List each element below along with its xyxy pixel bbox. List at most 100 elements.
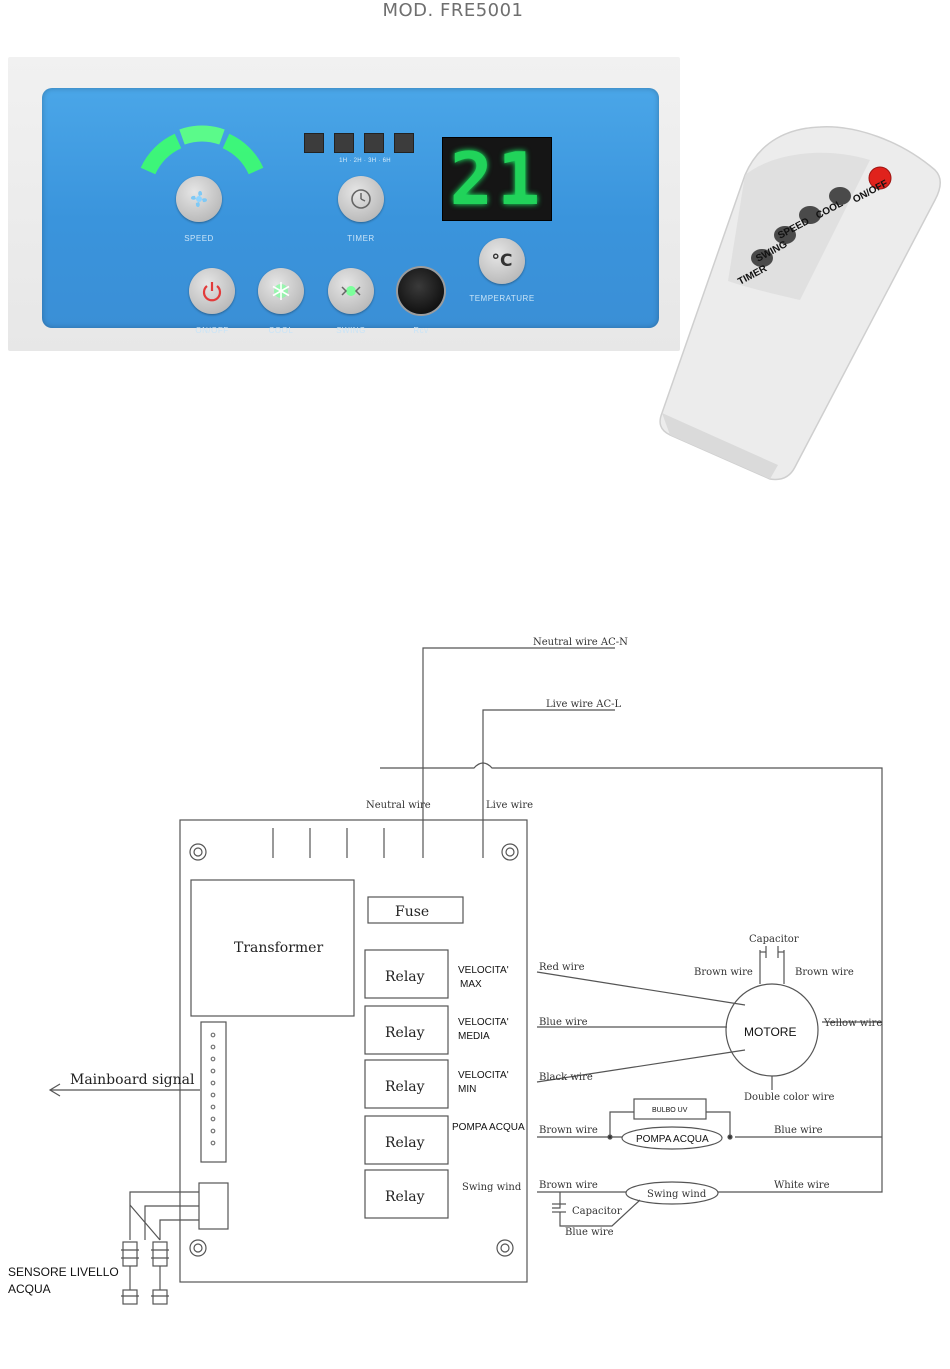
relay-velocita-min: Relay [364, 1059, 449, 1109]
swing-icon [341, 286, 361, 296]
relay-velocita-max: Relay [364, 949, 449, 999]
fuse-label: Fuse [395, 904, 429, 920]
motor-capacitor-label: Capacitor [749, 934, 799, 945]
brown-wire-right-label: Brown wire [795, 967, 854, 978]
rcv-label: Rcv [413, 326, 429, 335]
onoff-label: ON/OFF [195, 326, 229, 335]
swing-wind-relay-label: Swing wind [462, 1182, 522, 1193]
white-wire-label: White wire [774, 1180, 830, 1191]
crossover-wire [380, 762, 883, 1193]
mounting-hole [189, 1239, 207, 1257]
mainboard [179, 819, 528, 1283]
timer-button[interactable] [338, 176, 384, 222]
blue-wire-swing-label: Blue wire [565, 1227, 614, 1238]
remote-speed-button[interactable] [799, 206, 821, 224]
yellow-wire-label: Yellow wire [823, 1018, 882, 1029]
celsius-icon: °C [491, 251, 513, 271]
power-button[interactable] [189, 268, 235, 314]
neutral-wire-ac-label: Neutral wire AC-N [533, 637, 628, 648]
timer-indicator-3h [364, 133, 384, 153]
black-wire-label: Black wire [539, 1072, 593, 1083]
sensore-label-line1: SENSORE LIVELLO [8, 1265, 119, 1279]
relay-swing-wind: Relay [364, 1169, 449, 1219]
relay-pompa-acqua: Relay [364, 1115, 449, 1165]
water-level-sensor [121, 1241, 169, 1305]
pompa-acqua-label: POMPA ACQUA [636, 1134, 709, 1145]
swing-button[interactable] [328, 268, 374, 314]
swing-label: SWING [336, 326, 366, 335]
mounting-hole [496, 1239, 514, 1257]
control-panel-photo: SPEED TIMER 1H · 2H · 3H · 6H 21 °C TEMP… [8, 57, 680, 351]
power-icon [202, 282, 222, 302]
mainboard-signal-label: Mainboard signal [70, 1072, 195, 1088]
live-wire-label: Live wire [486, 800, 533, 811]
brown-wire-swing-label: Brown wire [539, 1180, 598, 1191]
signal-connector [200, 1021, 227, 1163]
pompa-acqua [621, 1126, 723, 1150]
timer-indicator-1h [304, 133, 324, 153]
timer-indicator-6h [394, 133, 414, 153]
mounting-hole [501, 843, 519, 861]
relay-label: Relay [385, 1135, 425, 1151]
speed-level-indicator [140, 125, 264, 175]
velocita-min-sub: MIN [458, 1084, 476, 1095]
temperature-label: TEMPERATURE [469, 294, 535, 303]
velocita-max-label: VELOCITA' [458, 965, 509, 976]
connector-pins [210, 1032, 216, 1146]
timer-options-label: 1H · 2H · 3H · 6H [339, 158, 391, 164]
pompa-acqua-relay-label: POMPA ACQUA [452, 1122, 525, 1133]
brown-wire-pump-label: Brown wire [539, 1125, 598, 1136]
blue-wire-label: Blue wire [539, 1017, 588, 1028]
remote-swing-button[interactable] [774, 226, 796, 244]
velocita-max-sub: MAX [460, 979, 482, 990]
wiring-diagram: Neutral wire AC-N Live wire AC-L Neutral… [8, 637, 883, 1305]
speed-button[interactable] [176, 176, 222, 222]
timer-indicator-2h [334, 133, 354, 153]
brown-wire-left-label: Brown wire [694, 967, 753, 978]
cool-button[interactable] [258, 268, 304, 314]
velocita-media-label: VELOCITA' [458, 1017, 509, 1028]
transformer-label: Transformer [234, 940, 323, 956]
motore-label: MOTORE [744, 1025, 796, 1039]
relay-label: Relay [385, 1189, 425, 1205]
control-panel: SPEED TIMER 1H · 2H · 3H · 6H 21 °C TEMP… [42, 88, 659, 335]
velocita-media-sub: MEDIA [458, 1031, 490, 1042]
live-supply-wire [482, 709, 615, 858]
bulbo-uv [633, 1098, 707, 1120]
sensor-connector [198, 1182, 229, 1230]
transformer [190, 879, 355, 1017]
remote-onoff-button[interactable] [868, 166, 892, 190]
relay-label: Relay [385, 1079, 425, 1095]
temperature-button[interactable]: °C [479, 238, 525, 284]
speed-label: SPEED [184, 234, 214, 243]
fuse [367, 896, 464, 924]
black-wire [536, 1049, 746, 1083]
red-wire [536, 971, 746, 1006]
fan-icon [190, 190, 208, 208]
remote-timer-button[interactable] [751, 249, 773, 267]
velocita-min-label: VELOCITA' [458, 1070, 509, 1081]
board-pins [272, 828, 385, 858]
bulbo-uv-label: BULBO UV [652, 1107, 688, 1114]
clock-icon [351, 189, 371, 209]
relay-label: Relay [385, 1025, 425, 1041]
swing-capacitor-label: Capacitor [572, 1206, 622, 1217]
ir-receiver [398, 268, 444, 314]
blue-wire-pump-label: Blue wire [774, 1125, 823, 1136]
mounting-hole [189, 843, 207, 861]
neutral-wire-label: Neutral wire [366, 800, 431, 811]
relay-velocita-media: Relay [364, 1005, 449, 1055]
remote-cool-button[interactable] [829, 187, 851, 205]
red-wire-label: Red wire [539, 962, 585, 973]
sensore-label-line2: ACQUA [8, 1282, 51, 1296]
timer-label: TIMER [347, 234, 375, 243]
temperature-display: 21 [442, 137, 552, 221]
cool-label: COOL [268, 326, 294, 335]
temperature-value: 21 [449, 137, 545, 221]
live-wire-ac-label: Live wire AC-L [546, 699, 621, 710]
snowflake-icon [272, 282, 290, 300]
sensor-wiring [129, 1191, 199, 1241]
relay-label: Relay [385, 969, 425, 985]
page-title: MOD. FRE5001 [382, 0, 524, 21]
double-color-wire-label: Double color wire [744, 1092, 835, 1103]
